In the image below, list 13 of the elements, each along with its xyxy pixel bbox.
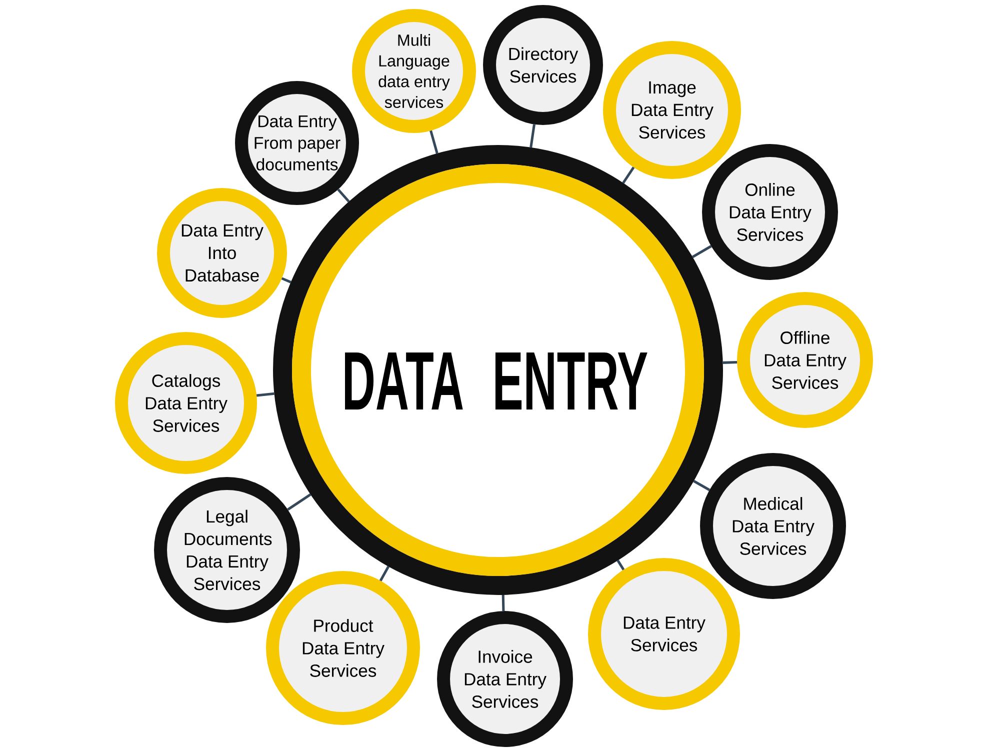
connector-line xyxy=(256,392,274,397)
connector-line xyxy=(281,277,292,284)
connector-line xyxy=(430,130,438,154)
connector-line xyxy=(379,566,390,582)
connector-line xyxy=(530,124,536,148)
connector-line xyxy=(692,245,712,258)
connector-line xyxy=(337,188,350,202)
connector-line xyxy=(722,360,738,364)
connector-line xyxy=(502,594,505,612)
connector-line xyxy=(287,493,312,511)
connector-line xyxy=(622,166,635,184)
connector-line xyxy=(693,480,710,492)
connector-line xyxy=(616,560,625,570)
